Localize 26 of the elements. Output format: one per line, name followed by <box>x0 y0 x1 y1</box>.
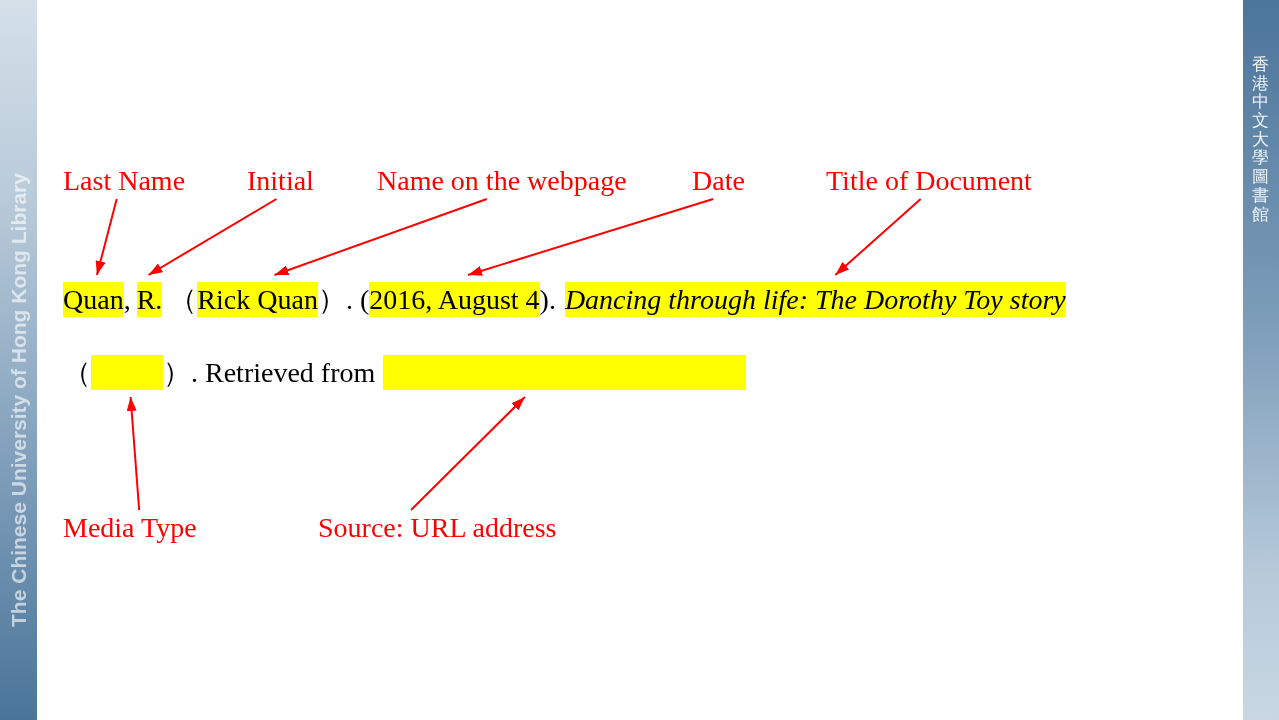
citation-text: （ <box>63 356 91 390</box>
annotation-label: Date <box>692 165 745 197</box>
highlighted-text: Quan <box>63 282 124 317</box>
arrow <box>95 198 118 276</box>
annotation-label: Title of Document <box>826 165 1032 197</box>
annotation-label: Name on the webpage <box>377 165 627 197</box>
annotation-label: Source: URL address <box>318 512 557 544</box>
arrow <box>834 198 922 276</box>
highlighted-text: 2016, August 4 <box>369 282 540 317</box>
highlighted-text: R. <box>136 282 163 317</box>
highlight-block <box>383 355 747 390</box>
arrow <box>126 396 141 511</box>
citation-text: ). <box>539 283 556 317</box>
arrow <box>147 198 278 276</box>
annotation-label: Initial <box>247 165 314 197</box>
annotation-label: Media Type <box>63 512 197 544</box>
annotation-label: Last Name <box>63 165 186 197</box>
sidebar-title: 香港中文大學圖書館 <box>1252 55 1269 224</box>
citation-text: , <box>123 283 131 317</box>
arrow <box>467 198 715 276</box>
arrow <box>273 198 488 276</box>
highlight-block <box>91 355 163 390</box>
highlighted-text: Rick Quan <box>197 282 318 317</box>
citation-text: ）. Retrieved from <box>163 356 376 390</box>
arrow <box>410 396 526 511</box>
citation-text: （ <box>169 283 198 317</box>
